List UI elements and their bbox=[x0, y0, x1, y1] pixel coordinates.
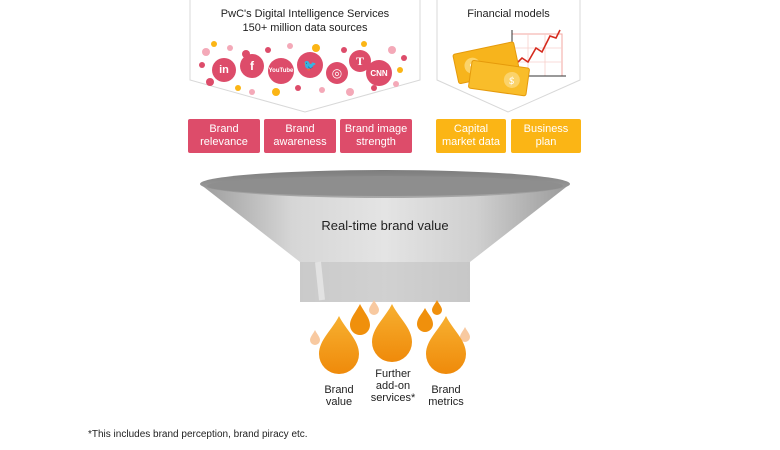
financial-models-title: Financial models bbox=[467, 8, 550, 20]
twitter-icon: 🐦 bbox=[297, 52, 323, 78]
output-brand-metrics: Brand metrics bbox=[428, 384, 464, 408]
funnel bbox=[200, 170, 570, 302]
nytimes-icon: T bbox=[349, 50, 371, 72]
input-brand-relevance: Brand relevance bbox=[188, 119, 260, 153]
footnote: *This includes brand perception, brand p… bbox=[88, 429, 308, 440]
financial-illustration: $ $ bbox=[452, 29, 566, 97]
linkedin-icon: in bbox=[212, 58, 236, 82]
output-brand-value: Brand value bbox=[324, 384, 354, 408]
svg-text:$: $ bbox=[508, 76, 516, 88]
digital-bracket bbox=[189, 0, 421, 113]
financial-bracket bbox=[436, 0, 581, 113]
input-brand-awareness: Brand awareness bbox=[264, 119, 336, 153]
digital-services-subtitle: 150+ million data sources bbox=[242, 22, 368, 34]
facebook-icon: f bbox=[240, 54, 264, 78]
input-business-plan: Business plan bbox=[511, 119, 581, 153]
input-capital-market-data: Capital market data bbox=[436, 119, 506, 153]
youtube-icon: YouTube bbox=[268, 58, 294, 84]
cnn-icon: CNN bbox=[366, 60, 392, 86]
output-further-services: Further add-on services* bbox=[370, 368, 416, 404]
digital-services-title: PwC's Digital Intelligence Services bbox=[220, 8, 390, 20]
instagram-icon: ◎ bbox=[326, 62, 348, 84]
funnel-label: Real-time brand value bbox=[321, 218, 449, 233]
input-brand-image-strength: Brand image strength bbox=[340, 119, 412, 153]
droplets bbox=[310, 300, 470, 374]
